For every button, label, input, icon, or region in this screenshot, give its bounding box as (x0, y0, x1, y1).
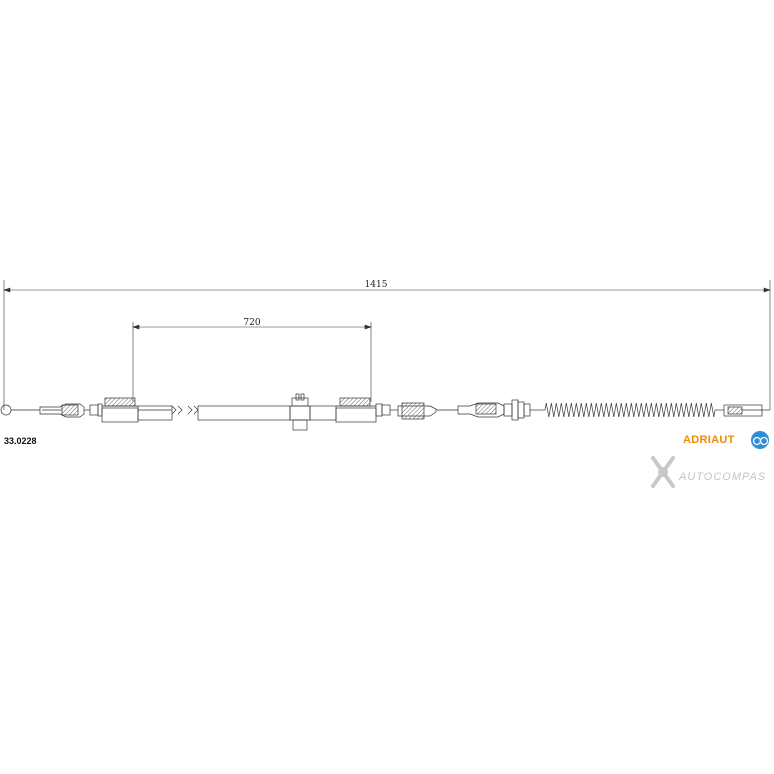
watermark: AUTOCOMPAS (651, 456, 766, 488)
dimension-total (3, 280, 771, 410)
middle-end-fitting (397, 405, 437, 417)
wrench-cross-icon (651, 456, 675, 488)
adriauto-circle-logo-icon (751, 431, 769, 449)
left-sleeve (101, 407, 139, 423)
return-spring (544, 402, 716, 418)
brand-logo-text: ADRIAUT (683, 434, 735, 446)
part-number: 33.0228 (4, 436, 37, 446)
dimension-section-label: 720 (243, 318, 260, 328)
dimension-total-label: 1415 (365, 280, 388, 290)
left-ball-end (0, 404, 12, 416)
middle-conduit (197, 405, 291, 421)
right-end-terminal (715, 404, 770, 417)
dimension-section (132, 322, 372, 402)
watermark-text: AUTOCOMPAS (678, 471, 766, 483)
left-collar (89, 404, 99, 416)
right-sleeve (335, 407, 377, 423)
center-clip (289, 393, 311, 431)
brand-logo: ADRIAUT (683, 431, 769, 449)
cable-assembly (0, 393, 545, 431)
break-symbol (171, 405, 199, 415)
